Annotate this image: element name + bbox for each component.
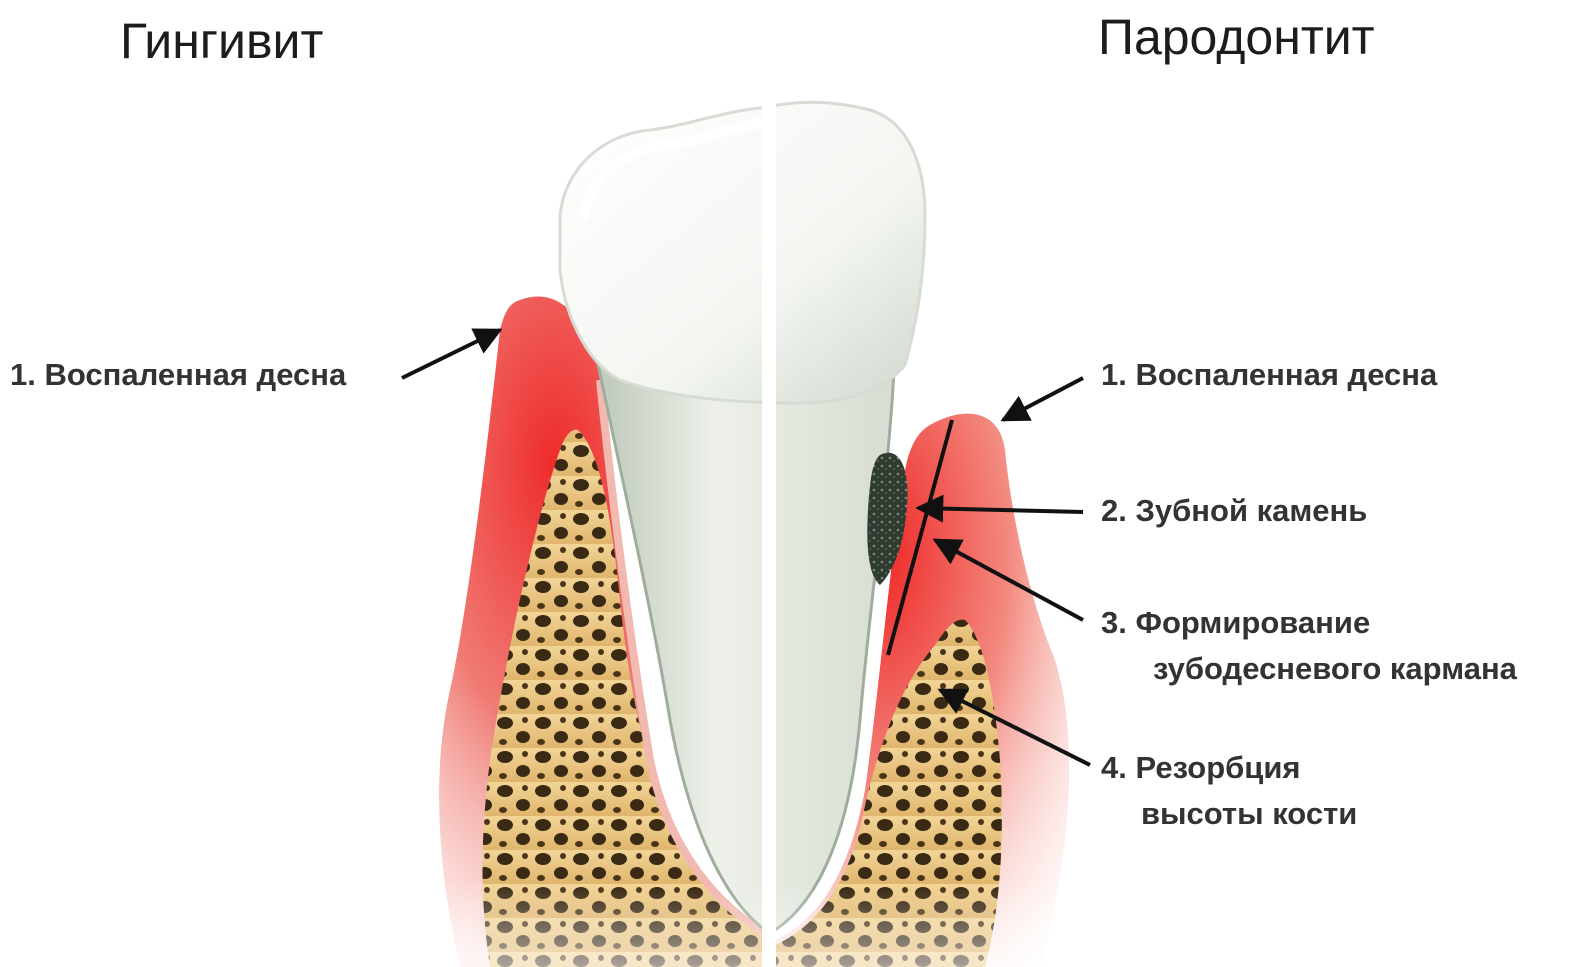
- label-text-line2: зубодесневого кармана: [1101, 646, 1517, 692]
- arrow-left-1: [402, 330, 500, 378]
- label-text: Воспаленная десна: [44, 357, 346, 392]
- label-inflamed-gum-left: 1. Воспаленная десна: [10, 352, 346, 398]
- arrow-right-1: [1003, 378, 1083, 420]
- label-number: 2.: [1101, 493, 1127, 528]
- tooth-crown: [560, 102, 925, 403]
- label-text: Воспаленная десна: [1135, 357, 1437, 392]
- label-text: Зубной камень: [1135, 493, 1367, 528]
- label-number: 3.: [1101, 605, 1127, 640]
- label-number: 1.: [10, 357, 36, 392]
- label-number: 1.: [1101, 357, 1127, 392]
- label-text-line1: Резорбция: [1135, 750, 1300, 785]
- divider-line: [762, 100, 776, 967]
- label-number: 4.: [1101, 750, 1127, 785]
- label-bone-resorption: 4. Резорбция высоты кости: [1101, 745, 1357, 837]
- label-pocket-formation: 3. Формирование зубодесневого кармана: [1101, 600, 1517, 692]
- title-gingivitis: Гингивит: [120, 16, 323, 66]
- label-dental-calculus: 2. Зубной камень: [1101, 488, 1367, 534]
- label-text-line2: высоты кости: [1101, 791, 1357, 837]
- label-text-line1: Формирование: [1135, 605, 1370, 640]
- title-periodontitis: Пародонтит: [1098, 12, 1375, 62]
- label-inflamed-gum-right: 1. Воспаленная десна: [1101, 352, 1437, 398]
